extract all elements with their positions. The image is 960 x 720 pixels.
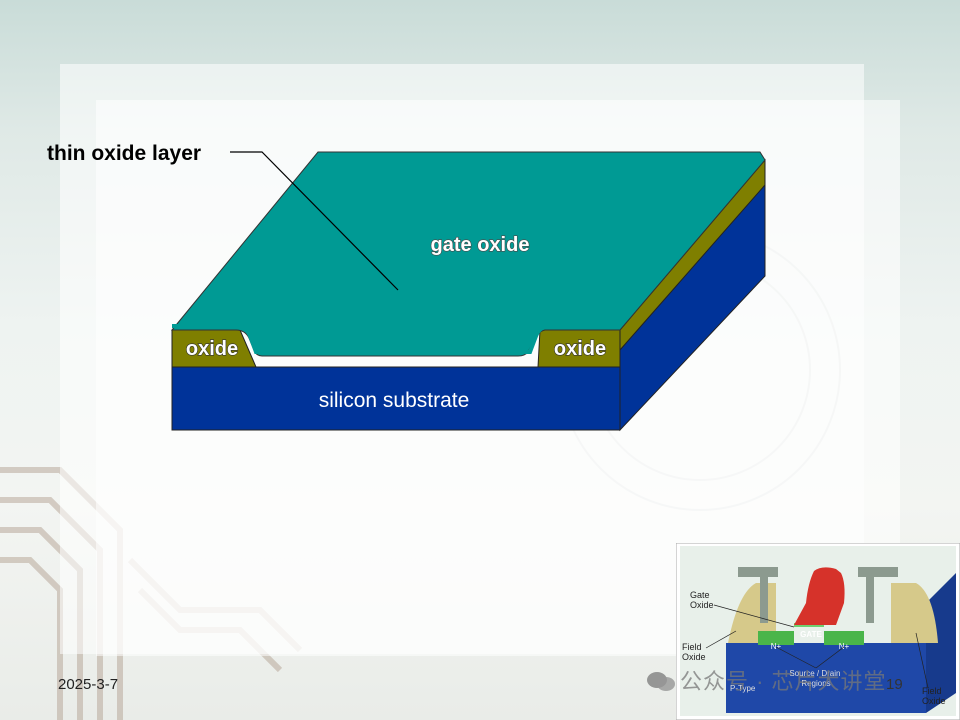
substrate-label: silicon substrate: [319, 389, 470, 412]
thin-oxide-front-lip: [172, 324, 620, 354]
thumb-field-oxide-right-l2: Oxide: [922, 696, 946, 706]
left-oxide-label: oxide: [186, 338, 238, 360]
thumb-gate-oxide-l2: Oxide: [690, 600, 714, 610]
thumb-field-oxide-right: [891, 583, 938, 643]
thumb-source-drain-label: Source / Drain Regions: [789, 669, 842, 688]
thumb-gate-oxide-l1: Gate: [690, 590, 710, 600]
page-number: 19: [886, 676, 903, 693]
thumb-field-oxide-left-l1: Field: [682, 642, 702, 652]
thumb-field-oxide-left-label: Field Oxide: [682, 642, 706, 662]
thumb-n-plus-left-label: N+: [771, 642, 782, 651]
thumb-field-oxide-right-l1: Field: [922, 686, 942, 696]
thumb-sd-l1: Source / Drain: [789, 669, 840, 678]
thin-oxide-label: thin oxide layer: [47, 142, 201, 165]
watermark: 公众号 · 芯片大讲堂: [646, 664, 887, 696]
thumb-gate-label: GATE: [800, 630, 822, 639]
wechat-icon: [647, 672, 675, 691]
thumb-p-type-label: P-Type: [730, 684, 756, 693]
callout-line: [230, 151, 399, 291]
watermark-text: 公众号 · 芯片大讲堂: [680, 669, 887, 694]
thumb-field-oxide-left-l2: Oxide: [682, 652, 706, 662]
thumb-n-plus-right-label: N+: [839, 642, 850, 651]
thumb-gate-oxide-label: Gate Oxide: [690, 590, 714, 610]
right-oxide-label: oxide: [554, 338, 606, 360]
thumb-field-oxide-right-label: Field Oxide: [922, 686, 946, 706]
thumb-sd-l2: Regions: [801, 679, 830, 688]
thumb-gate: [794, 567, 845, 625]
thumb-substrate: [726, 643, 926, 713]
thumb-n-plus-left: [758, 631, 794, 645]
thumb-n-plus-right: [824, 631, 864, 645]
slide-date: 2025-3-7: [58, 676, 119, 693]
gate-oxide-label: gate oxide: [431, 234, 530, 256]
mosfet-thumbnail: GATE N+ N+ Gate Oxide Field Oxide Source…: [676, 543, 960, 720]
